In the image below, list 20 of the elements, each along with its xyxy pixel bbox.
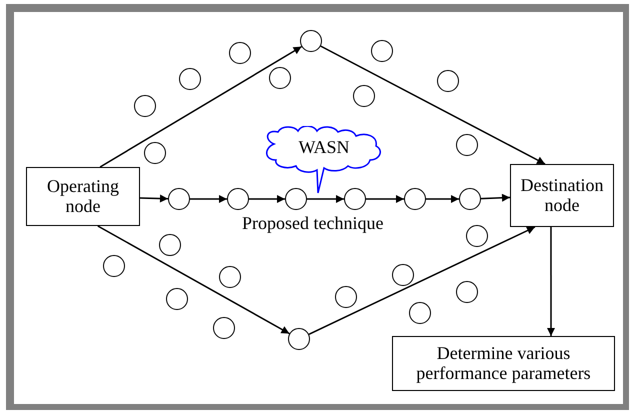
arrow <box>547 227 555 336</box>
arrow <box>100 46 302 168</box>
arrow <box>140 194 168 202</box>
arrow <box>308 226 536 335</box>
arrow <box>426 195 459 203</box>
arrow <box>190 195 227 203</box>
box-label: Determine various performance parameters <box>415 344 592 384</box>
process-box <box>392 336 615 391</box>
arrow <box>307 195 344 203</box>
process-box <box>510 164 614 227</box>
box-label: Operating node <box>46 176 120 216</box>
process-box <box>26 167 140 226</box>
caption-text: Proposed technique <box>242 213 384 234</box>
arrow <box>320 45 546 165</box>
arrow <box>97 225 290 334</box>
callout-text: WASN <box>297 138 350 156</box>
arrow <box>249 195 285 203</box>
arrow <box>366 195 404 203</box>
arrow <box>480 194 510 202</box>
box-label: Destination node <box>520 176 604 216</box>
